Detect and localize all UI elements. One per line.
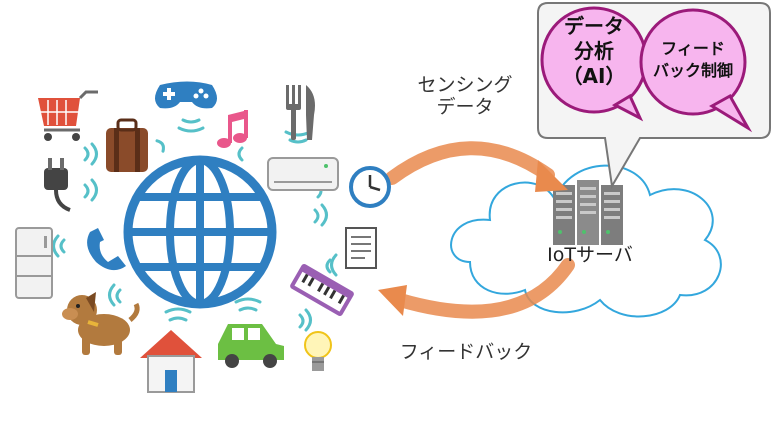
document-icon [345,227,377,269]
light-bulb-icon [304,331,332,371]
shopping-cart-icon [38,90,98,141]
control-bubble-text: フィード バック制御 [645,38,741,82]
dog-icon [62,292,140,355]
analysis-line2: 分析 [574,39,614,63]
clock-icon [349,166,391,208]
keyboard-instrument-icon [290,263,354,317]
control-line2: バック制御 [652,61,733,80]
control-bubble [639,8,747,116]
sensing-data-label: センシング データ [400,74,530,118]
control-line1: フィード [661,39,725,58]
power-plug-icon [44,158,71,212]
suitcase-icon [106,118,148,172]
sensing-label-line2: データ [436,96,494,118]
car-icon [218,324,284,368]
server-rack-icon [553,180,623,245]
sensing-arrow [385,141,568,192]
refrigerator-icon [15,227,53,299]
iot-server-label: IoTサーバ [547,244,633,266]
music-note-icon [217,110,248,148]
feedback-label: フィードバック [399,341,533,363]
house-icon [140,330,202,393]
analysis-bubble-text: データ 分析 （AI） [548,14,640,89]
globe-icon [123,155,277,309]
fork-knife-icon [286,85,315,140]
sensing-label-line1: センシング [417,74,513,96]
feedback-arrow [378,258,575,319]
analysis-line1: データ [564,14,624,38]
telephone-icon [87,228,126,271]
air-conditioner-icon [267,157,339,191]
game-controller-icon [155,81,217,109]
analysis-line3: （AI） [562,64,626,88]
